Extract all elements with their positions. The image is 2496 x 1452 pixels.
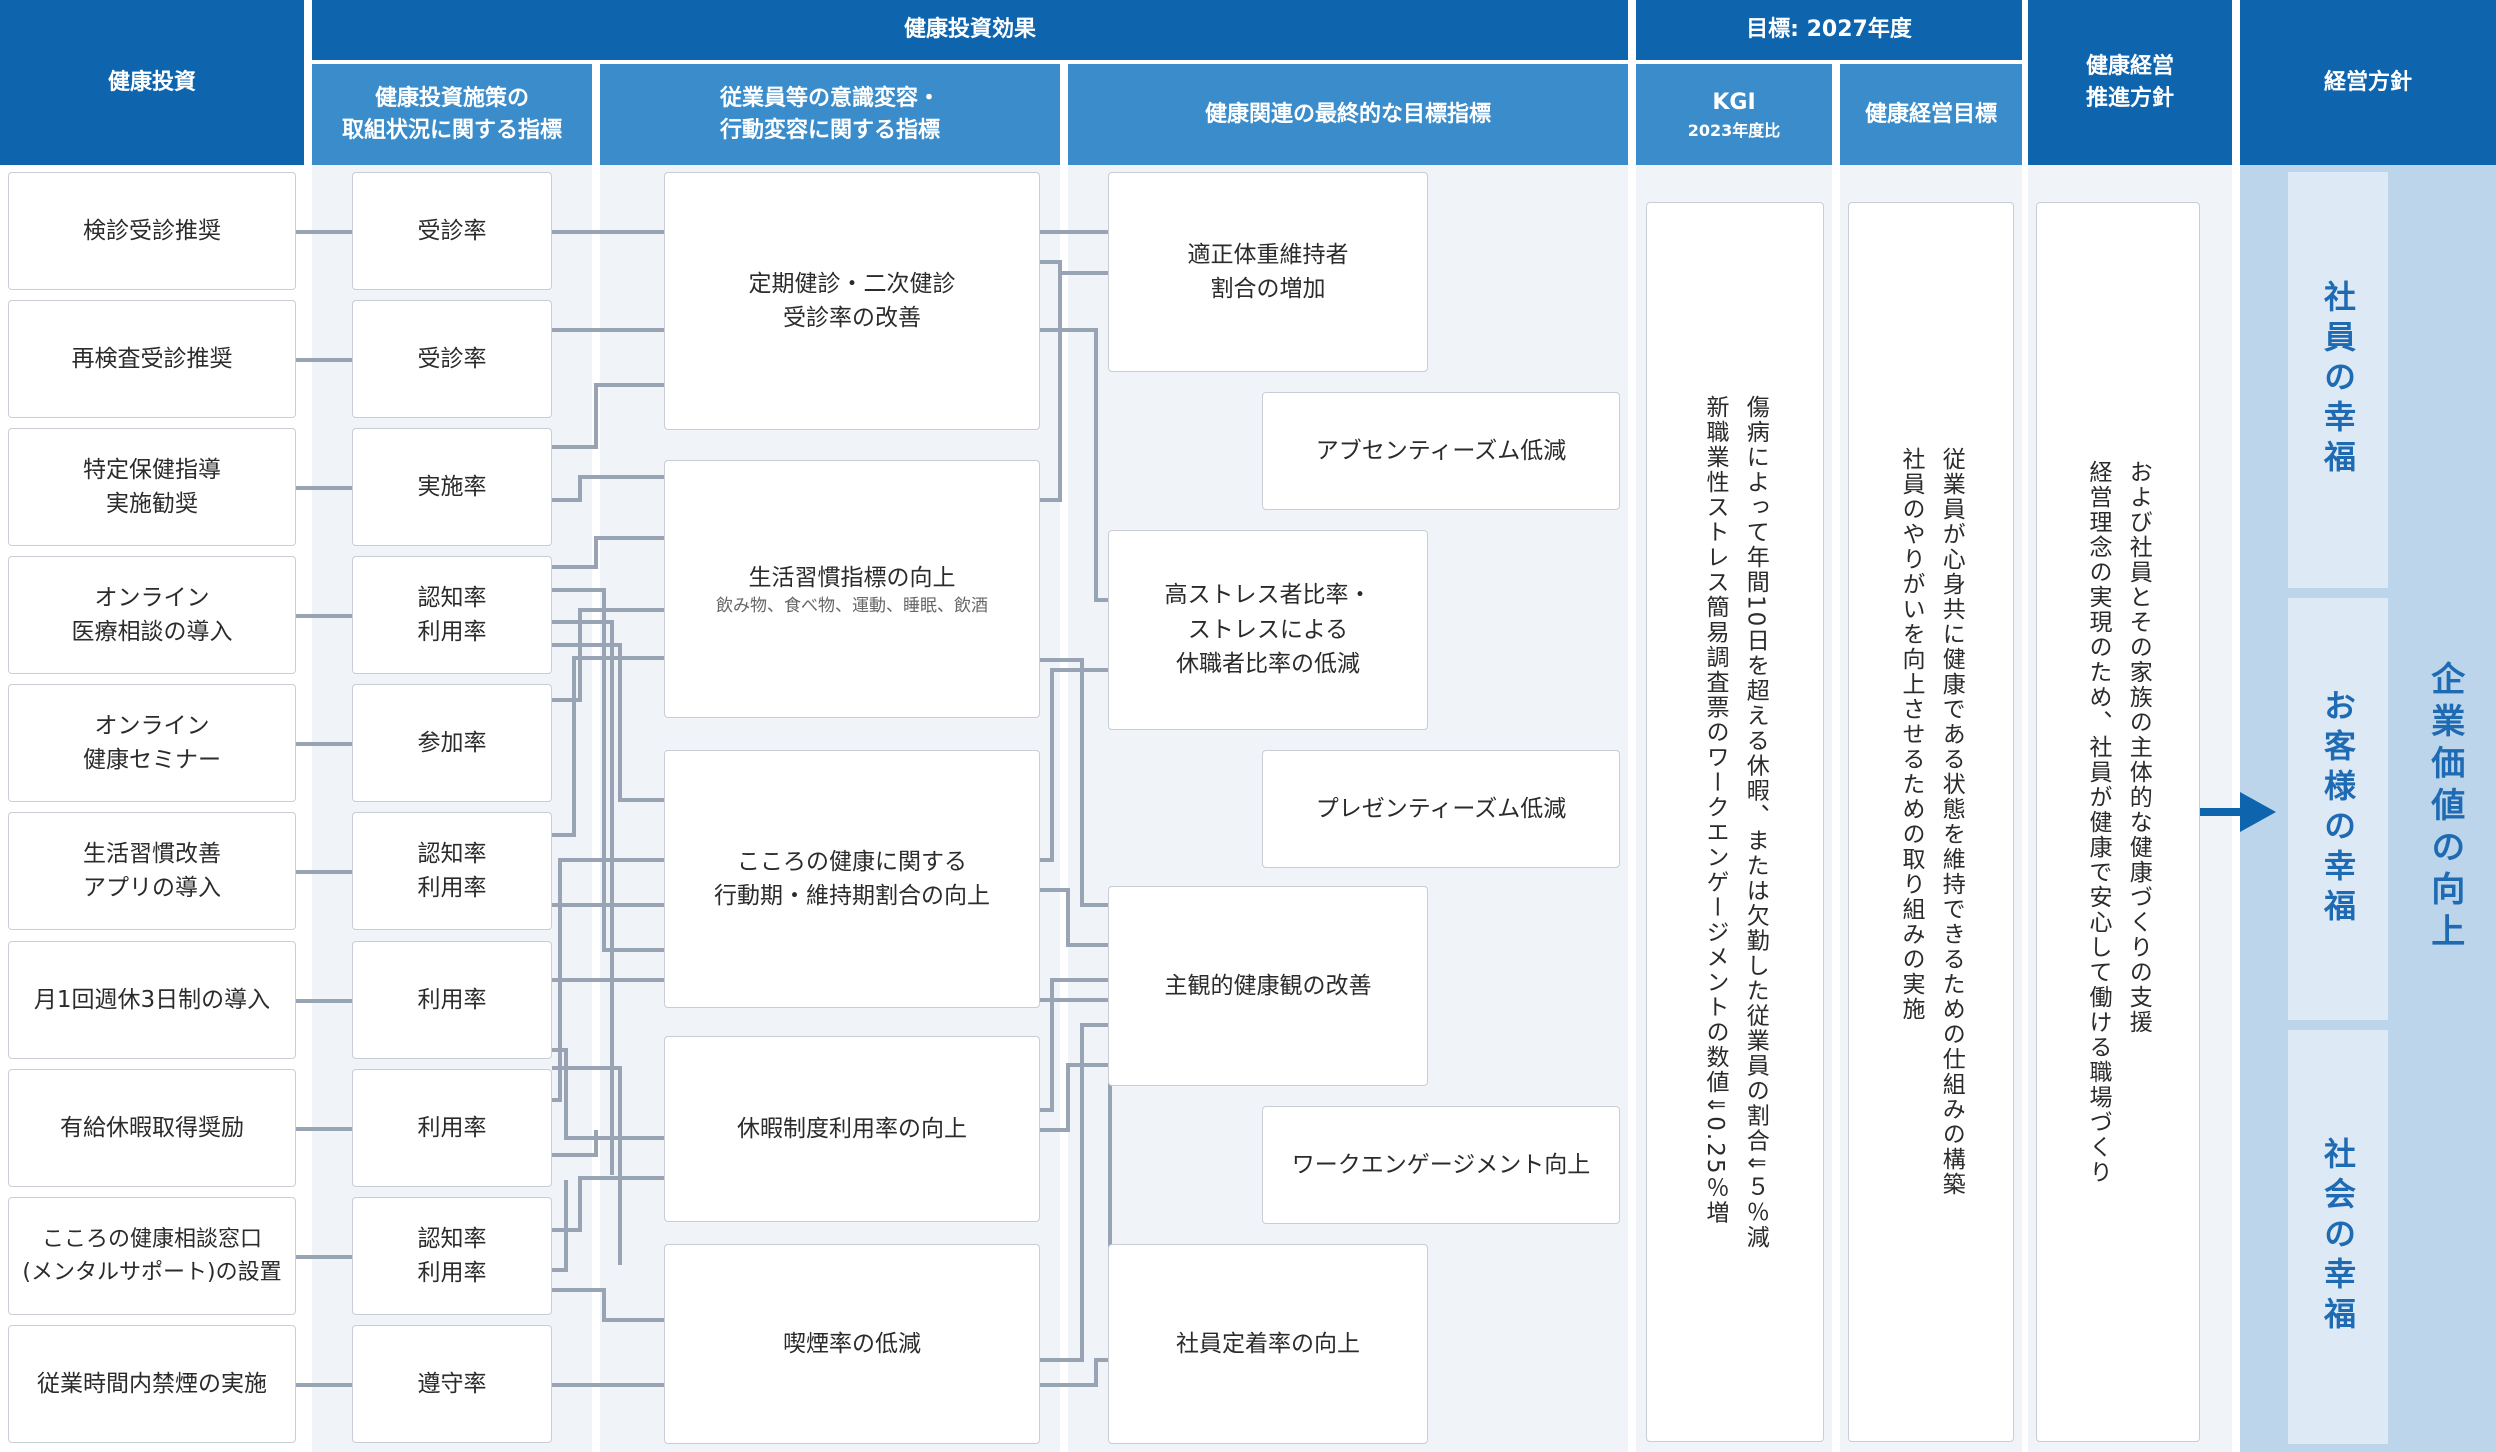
investment-item-10: 従業時間内禁煙の実施 [8,1325,296,1443]
arrow-beh-5 [1040,1020,1121,1362]
final-target-3: 高ストレス者比率・ ストレスによる 休職者比率の低減 [1108,530,1428,730]
arrow-ind-mesh-2 [552,620,614,1175]
happiness-employees: 社員の幸福 [2288,172,2388,588]
header-behavior-indicators-label: 従業員等の意識変容・ 行動変容に関する指標 [719,85,940,143]
investment-item-2: 再検査受診推奨 [8,300,296,418]
management-goal-box: 従業員が心身共に健康である状態を維持できるための仕組みの構築 社員のやりがいを向… [1848,202,2014,1442]
arrow-beh-4a [1040,975,1121,1112]
arrow-beh-3b [1040,888,1121,950]
final-target-4: プレゼンティーズム低減 [1262,750,1620,868]
header-kgi-label: KGI [1712,89,1756,115]
header-health-investment: 健康投資 [0,0,304,165]
arrow-beh-2a [1040,268,1121,502]
final-target-5: 主観的健康観の改善 [1108,886,1428,1086]
arrow-ind-5 [552,605,703,702]
arrow-ind-6a [552,653,703,837]
investment-item-8: 有給休暇取得奨励 [8,1069,296,1187]
investment-item-6: 生活習慣改善 アプリの導入 [8,812,296,930]
promotion-policy-text: および社員とその家族の主体的な健康づくりの支援 経営理念の実現のため、社員が健康… [2085,459,2152,1185]
happiness-employees-label: 社員の幸福 [2319,280,2357,480]
behavior-item-5: 喫煙率の低減 [664,1244,1040,1444]
investment-item-1: 検診受診推奨 [8,172,296,290]
investment-item-4: オンライン 医療相談の導入 [8,556,296,674]
header-investment-effect: 健康投資効果 [312,0,1628,60]
arrow-ind-9b [552,1180,568,1272]
arrow-beh-3a [1040,665,1121,862]
arrow-ind-mesh-1 [552,588,703,955]
header-goal-2027: 目標: 2027年度 [1636,0,2022,60]
happiness-customers-label: お客様の幸福 [2319,689,2357,929]
arrow-ind-3b [552,472,703,502]
kgi-text: 傷病によって年間10日を超える休暇、または欠勤した従業員の割合⇓５％減 新職業性… [1702,394,1769,1250]
header-kgi: KGI 2023年度比 [1636,64,1832,165]
corporate-value: 企業価値の向上 [2398,172,2490,1444]
behavior-item-4: 休暇制度利用率の向上 [664,1036,1040,1222]
investment-item-9: こころの健康相談窓口 (メンタルサポート)の設置 [8,1197,296,1315]
final-target-1: 適正体重維持者 割合の増加 [1108,172,1428,372]
management-goal-text: 従業員が心身共に健康である状態を維持できるための仕組みの構築 社員のやりがいを向… [1898,447,1965,1197]
behavior-item-3: こころの健康に関する 行動期・維持期割合の向上 [664,750,1040,1008]
behavior-item-1: 定期健診・二次健診 受診率の改善 [664,172,1040,430]
behavior-item-3-label: こころの健康に関する 行動期・維持期割合の向上 [714,848,990,910]
arrow-ind-8b [552,1130,598,1157]
behavior-item-5-label: 喫煙率の低減 [783,1330,921,1357]
corporate-value-label: 企業価値の向上 [2424,661,2465,955]
indicator-item-7: 利用率 [352,941,552,1059]
behavior-item-2: 生活習慣指標の向上 飲み物、食べ物、運動、睡眠、飲酒 [664,460,1040,718]
indicator-item-6: 認知率 利用率 [352,812,552,930]
arrow-ind-9c [552,1288,703,1325]
indicator-item-4: 認知率 利用率 [352,556,552,674]
indicator-item-5: 参加率 [352,684,552,802]
header-effect-indicators-label: 健康投資施策の 取組状況に関する指標 [341,85,562,143]
header-management-goal: 健康経営目標 [1840,64,2022,165]
kgi-box: 傷病によって年間10日を超える休暇、または欠勤した従業員の割合⇓５％減 新職業性… [1646,202,1824,1442]
arrow-beh-2b [1040,658,1121,910]
investment-item-5: オンライン 健康セミナー [8,684,296,802]
behavior-item-2-note: 飲み物、食べ物、運動、睡眠、飲酒 [716,596,988,617]
indicator-item-3: 実施率 [352,428,552,546]
header-promotion-policy: 健康経営 推進方針 [2028,0,2232,165]
arrow-ind-4b [552,643,703,805]
header-promotion-policy-label: 健康経営 推進方針 [2085,53,2174,111]
behavior-item-2-label: 生活習慣指標の向上 [748,564,956,591]
indicator-item-2: 受診率 [352,300,552,418]
final-target-2: アブセンティーズム低減 [1262,392,1620,510]
final-target-7: 社員定着率の向上 [1108,1244,1428,1444]
happiness-customers: お客様の幸福 [2288,598,2388,1020]
arrow-ind-4a [552,533,703,569]
indicator-item-1: 受診率 [352,172,552,290]
arrow-ind-8a [552,855,703,1102]
final-target-6: ワークエンゲージメント向上 [1262,1106,1620,1224]
arrow-ind-mesh-3 [552,1066,622,1265]
happiness-society-label: 社会の幸福 [2319,1137,2357,1337]
investment-item-7: 月1回週休3日制の導入 [8,941,296,1059]
arrow-ind-3a [552,380,703,449]
header-effect-indicators: 健康投資施策の 取組状況に関する指標 [312,64,592,165]
promotion-policy-box: および社員とその家族の主体的な健康づくりの支援 経営理念の実現のため、社員が健康… [2036,202,2200,1442]
indicator-item-10: 遵守率 [352,1325,552,1443]
header-behavior-indicators: 従業員等の意識変容・ 行動変容に関する指標 [600,64,1060,165]
indicator-item-8: 利用率 [352,1069,552,1187]
investment-item-3: 特定保健指導 実施勧奨 [8,428,296,546]
header-final-indicators: 健康関連の最終的な目標指標 [1068,64,1628,165]
indicator-item-9: 認知率 利用率 [352,1197,552,1315]
arrow-beh-4b [1040,1060,1121,1132]
behavior-item-1-label: 定期健診・二次健診 受診率の改善 [748,270,956,332]
header-kgi-sub: 2023年度比 [1687,120,1781,140]
behavior-item-4-label: 休暇制度利用率の向上 [737,1115,967,1142]
header-management-policy: 経営方針 [2240,0,2496,165]
happiness-society: 社会の幸福 [2288,1030,2388,1444]
arrow-to-happiness-head [2240,792,2276,832]
